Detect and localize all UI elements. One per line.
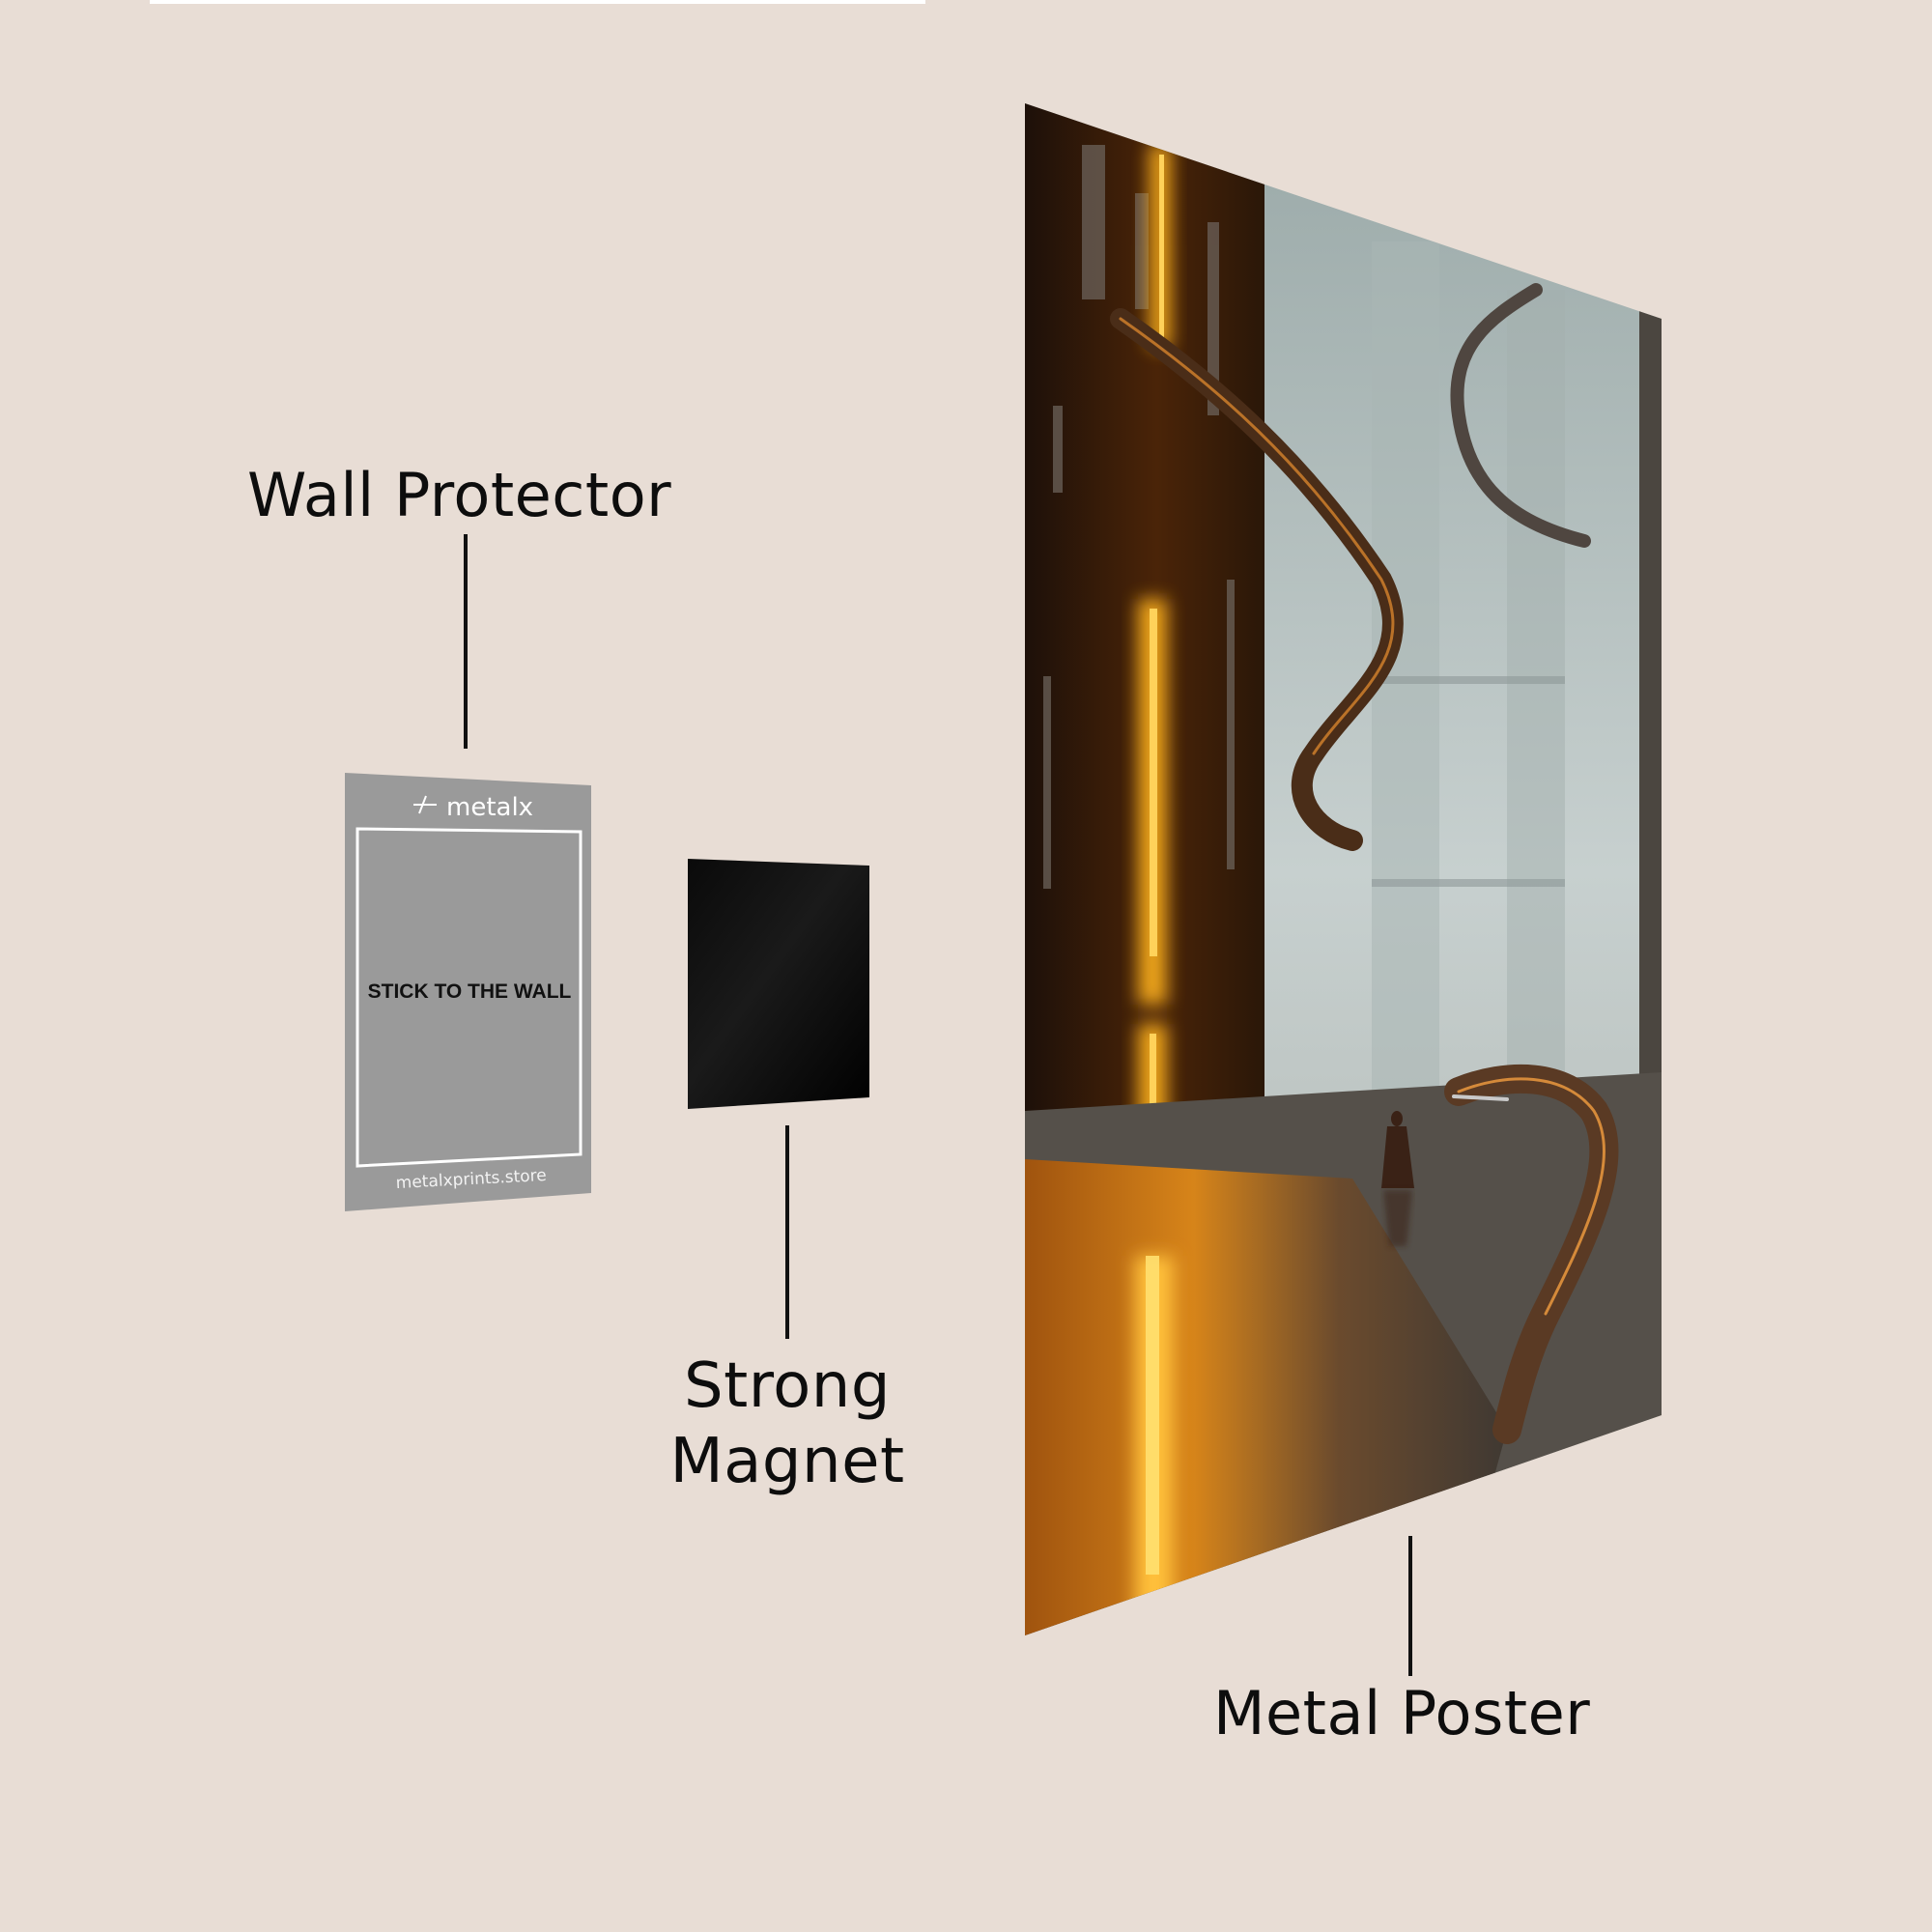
top-edge-bar bbox=[150, 0, 925, 4]
metal-poster bbox=[1025, 103, 1662, 1635]
wall-protector: metalx STICK TO THE WALL metalxprints.st… bbox=[345, 773, 591, 1211]
metal-poster-leader-line bbox=[1408, 1536, 1412, 1676]
wall-protector-label: Wall Protector bbox=[247, 460, 672, 530]
strong-magnet-label: Strong Magnet bbox=[667, 1349, 908, 1499]
protector-instruction: STICK TO THE WALL bbox=[368, 980, 572, 1003]
protector-brand: metalx bbox=[446, 793, 533, 822]
wall-protector-leader-line bbox=[464, 534, 468, 749]
metal-poster-label: Metal Poster bbox=[1213, 1678, 1591, 1748]
strong-magnet-leader-line bbox=[785, 1125, 789, 1339]
strong-magnet-label-line1: Strong bbox=[684, 1350, 891, 1422]
strong-magnet bbox=[688, 859, 869, 1109]
metalx-logo-icon bbox=[413, 795, 437, 814]
robed-figure bbox=[1381, 1111, 1414, 1246]
strong-magnet-label-line2: Magnet bbox=[669, 1426, 905, 1497]
